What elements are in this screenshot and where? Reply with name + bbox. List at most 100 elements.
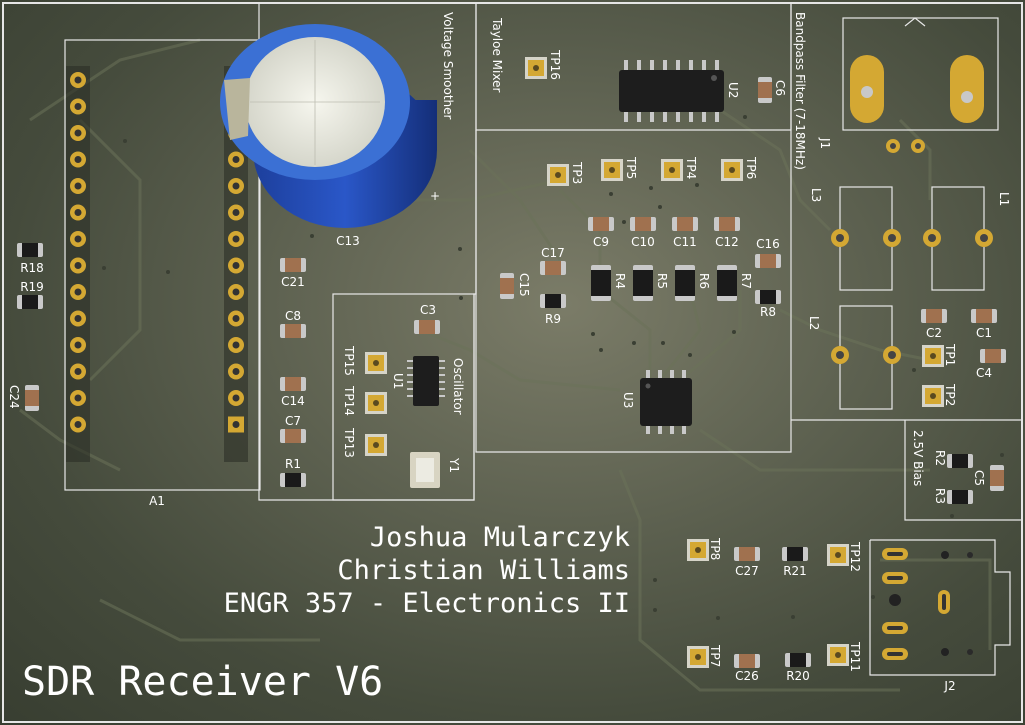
part-c26 (734, 654, 760, 668)
ic-pin (650, 60, 654, 70)
label-tp1: TP1 (943, 343, 957, 366)
label-c15: C15 (517, 273, 531, 297)
pin-hole (74, 209, 82, 216)
board-title: SDR Receiver V6 (22, 659, 383, 705)
test-point-tp15 (365, 352, 387, 374)
part-r9 (540, 294, 566, 308)
label-tp12: TP12 (848, 541, 862, 572)
ic-pin (689, 112, 693, 122)
y1-crystal (410, 452, 440, 488)
label-r9: R9 (545, 312, 561, 326)
part-r3 (947, 490, 973, 504)
ic-pin (702, 112, 706, 122)
part-c6 (758, 77, 772, 103)
pin-hole (232, 209, 240, 216)
pin-hole (232, 235, 240, 243)
part-r8 (755, 290, 781, 304)
part-c7 (280, 429, 306, 443)
ic-pin (676, 112, 680, 122)
part-c12 (714, 217, 740, 231)
pin-hole (74, 368, 82, 375)
pin-hole (232, 394, 240, 402)
pin-hole (74, 262, 82, 269)
part-c17 (540, 261, 566, 275)
label-c21: C21 (281, 275, 305, 289)
label-r8: R8 (760, 305, 776, 319)
part-c15 (500, 273, 514, 299)
pin-hole (74, 76, 82, 84)
label-r20: R20 (786, 669, 810, 683)
inductors (839, 186, 985, 410)
part-c3 (414, 320, 440, 334)
label-c3: C3 (420, 303, 436, 317)
label-c8: C8 (285, 309, 301, 323)
ic-pin (624, 60, 628, 70)
test-point-tp14 (365, 392, 387, 414)
label-r4: R4 (613, 273, 627, 289)
label-c6: C6 (773, 80, 787, 96)
test-point-tp3 (547, 164, 569, 186)
ic-pin (650, 112, 654, 122)
vias (102, 115, 1004, 620)
test-point-tp1 (922, 345, 944, 367)
pin-hole (232, 156, 240, 163)
label-c24: C24 (7, 385, 21, 409)
label-c11: C11 (673, 235, 697, 249)
arduino-module-a1 (66, 66, 248, 462)
svg-text:+: + (430, 189, 440, 203)
ic-pin (663, 60, 667, 70)
test-point-tp5 (601, 159, 623, 181)
label-r21: R21 (783, 564, 807, 578)
label-tp3: TP3 (570, 161, 584, 184)
section-voltage-smoother: Voltage Smoother (441, 12, 455, 120)
pin-hole (74, 421, 82, 428)
label-tp14: TP14 (342, 385, 356, 416)
pin-hole (232, 421, 240, 428)
label-r19: R19 (20, 280, 44, 294)
ic-pin (689, 60, 693, 70)
test-point-tp16 (525, 57, 547, 79)
test-point-tp7 (687, 646, 709, 668)
part-c8 (280, 324, 306, 338)
part-c14 (280, 377, 306, 391)
pin-hole (74, 103, 82, 110)
part-c10 (630, 217, 656, 231)
part-r2 (947, 454, 973, 468)
pin-hole (74, 315, 82, 322)
test-point-tp2 (922, 385, 944, 407)
label-tp8: TP8 (708, 537, 722, 560)
test-point-tp6 (721, 159, 743, 181)
part-c1 (971, 309, 997, 323)
ic-pin (624, 112, 628, 122)
pin-hole (74, 156, 82, 163)
part-c9 (588, 217, 614, 231)
part-c5 (990, 465, 1004, 491)
label-c1: C1 (976, 326, 992, 340)
label-c27: C27 (735, 564, 759, 578)
label-tp11: TP11 (848, 641, 862, 672)
label-l1: L1 (997, 192, 1011, 206)
label-c9: C9 (593, 235, 609, 249)
pin-hole (232, 262, 240, 269)
label-tp16: TP16 (548, 49, 562, 80)
ic-pin (702, 60, 706, 70)
pin-hole (74, 394, 82, 402)
label-c16: C16 (756, 237, 780, 251)
label-tp4: TP4 (684, 156, 698, 179)
part-c24 (25, 385, 39, 411)
pin-hole (232, 288, 240, 296)
label-c13: C13 (336, 234, 360, 248)
label-tp2: TP2 (943, 383, 957, 406)
pin-hole (232, 341, 240, 349)
test-point-tp4 (661, 159, 683, 181)
label-r6: R6 (697, 273, 711, 289)
section-oscillator: Oscillator (451, 358, 465, 415)
j2-audio-jack (869, 539, 1011, 676)
label-l3: L3 (809, 188, 823, 202)
label-c5: C5 (972, 470, 986, 486)
label-c17: C17 (541, 246, 565, 260)
label-r1: R1 (285, 457, 301, 471)
test-point-tp13 (365, 434, 387, 456)
